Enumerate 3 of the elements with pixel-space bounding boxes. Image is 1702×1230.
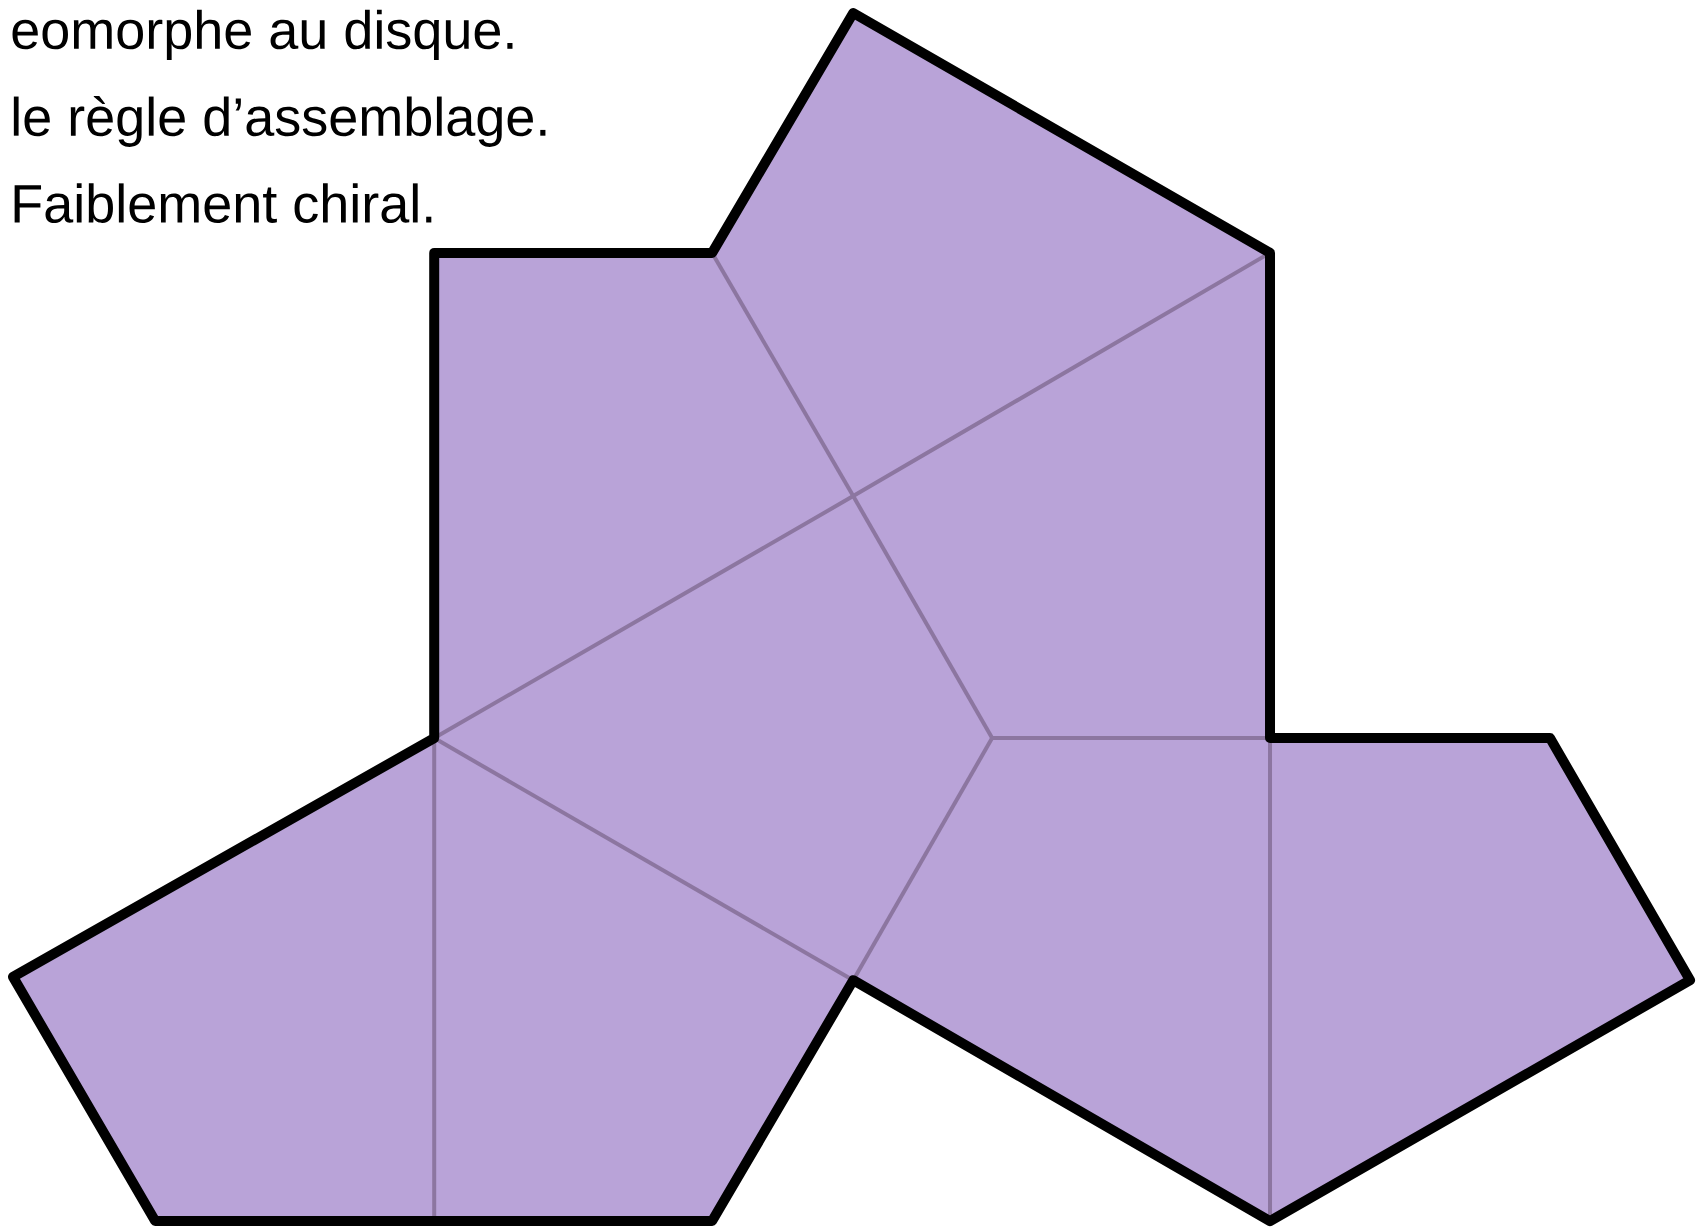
caption-line: le règle d’assemblage. <box>13 95 546 147</box>
caption-line: Faiblement chiral. <box>14 183 432 223</box>
caption-line: eomorphe au disque. <box>12 9 513 60</box>
